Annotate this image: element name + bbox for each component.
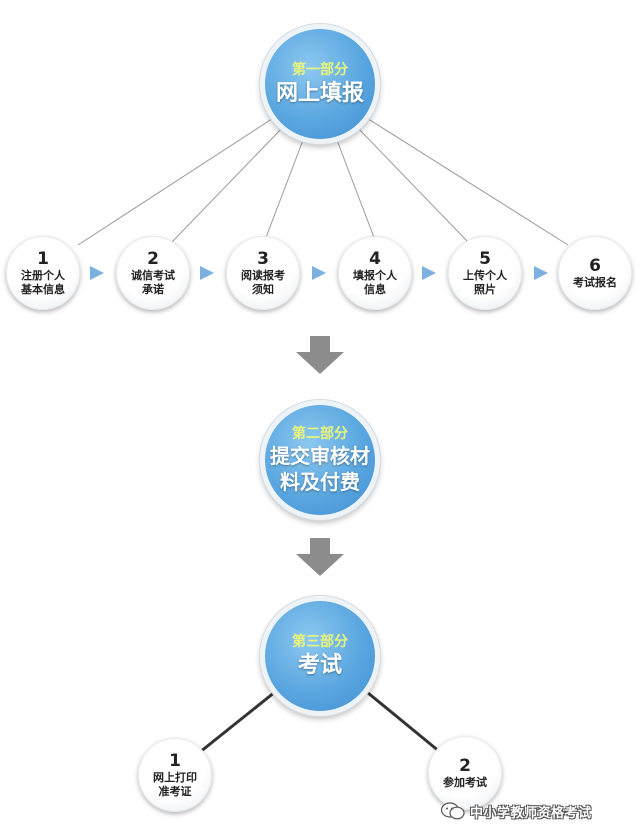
step-circle-2: 2 诚信考试 承诺 — [116, 236, 190, 310]
step-label: 参加考试 — [443, 775, 487, 789]
step-number: 2 — [459, 755, 471, 776]
connector-line-5 — [354, 124, 469, 243]
chevron-right-icon — [422, 266, 436, 280]
step-label: 考试报名 — [573, 275, 617, 289]
chevron-right-icon — [534, 266, 548, 280]
chevron-right-icon — [200, 266, 214, 280]
step-circle-4: 4 填报个人 信息 — [338, 236, 412, 310]
step-number: 4 — [369, 248, 381, 269]
step-label: 网上打印 准考证 — [153, 770, 197, 798]
part3-label: 第三部分 — [292, 634, 348, 650]
wechat-icon — [440, 802, 465, 820]
part3-title: 考试 — [297, 652, 342, 678]
step-number: 5 — [479, 248, 491, 269]
step-circle-1: 1 注册个人 基本信息 — [6, 236, 80, 310]
step-circle-3: 3 阅读报考 须知 — [226, 236, 300, 310]
step-number: 1 — [37, 248, 49, 269]
step-label: 上传个人 照片 — [463, 268, 507, 296]
connector-line-3 — [264, 134, 306, 241]
step-label: 填报个人 信息 — [353, 268, 397, 296]
watermark-text: 中小学教师资格考试 — [470, 805, 592, 821]
chevron-right-icon — [312, 266, 326, 280]
part2-label: 第二部分 — [292, 426, 348, 442]
part1-circle: 第一部分 网上填报 — [260, 24, 380, 144]
watermark: 中小学教师资格考试 — [440, 800, 630, 822]
connector-line-1 — [77, 114, 279, 246]
connector-line-exam-2 — [361, 686, 441, 754]
part1-title: 网上填报 — [275, 80, 364, 106]
exam-step-circle-1: 1 网上打印 准考证 — [138, 738, 212, 812]
down-arrow-icon — [296, 336, 344, 374]
step-number: 1 — [169, 750, 181, 771]
step-number: 6 — [589, 255, 601, 276]
step-label: 注册个人 基本信息 — [21, 268, 65, 296]
connector-line-2 — [171, 124, 286, 243]
part2-title: 提交审核材 料及付费 — [270, 444, 370, 494]
connector-line-exam-1 — [199, 686, 281, 754]
step-number: 2 — [147, 248, 159, 269]
part3-circle: 第三部分 考试 — [260, 596, 380, 716]
part1-label: 第一部分 — [292, 62, 348, 78]
exam-step-circle-2: 2 参加考试 — [428, 736, 502, 810]
step-label: 阅读报考 须知 — [241, 268, 285, 296]
down-arrow-icon — [296, 538, 344, 576]
connector-line-6 — [361, 114, 569, 246]
step-circle-6: 6 考试报名 — [558, 236, 632, 310]
connector-line-4 — [334, 134, 376, 241]
chevron-right-icon — [90, 266, 104, 280]
step-number: 3 — [257, 248, 269, 269]
step-label: 诚信考试 承诺 — [131, 268, 175, 296]
part2-circle: 第二部分 提交审核材 料及付费 — [260, 400, 380, 520]
step-circle-5: 5 上传个人 照片 — [448, 236, 522, 310]
